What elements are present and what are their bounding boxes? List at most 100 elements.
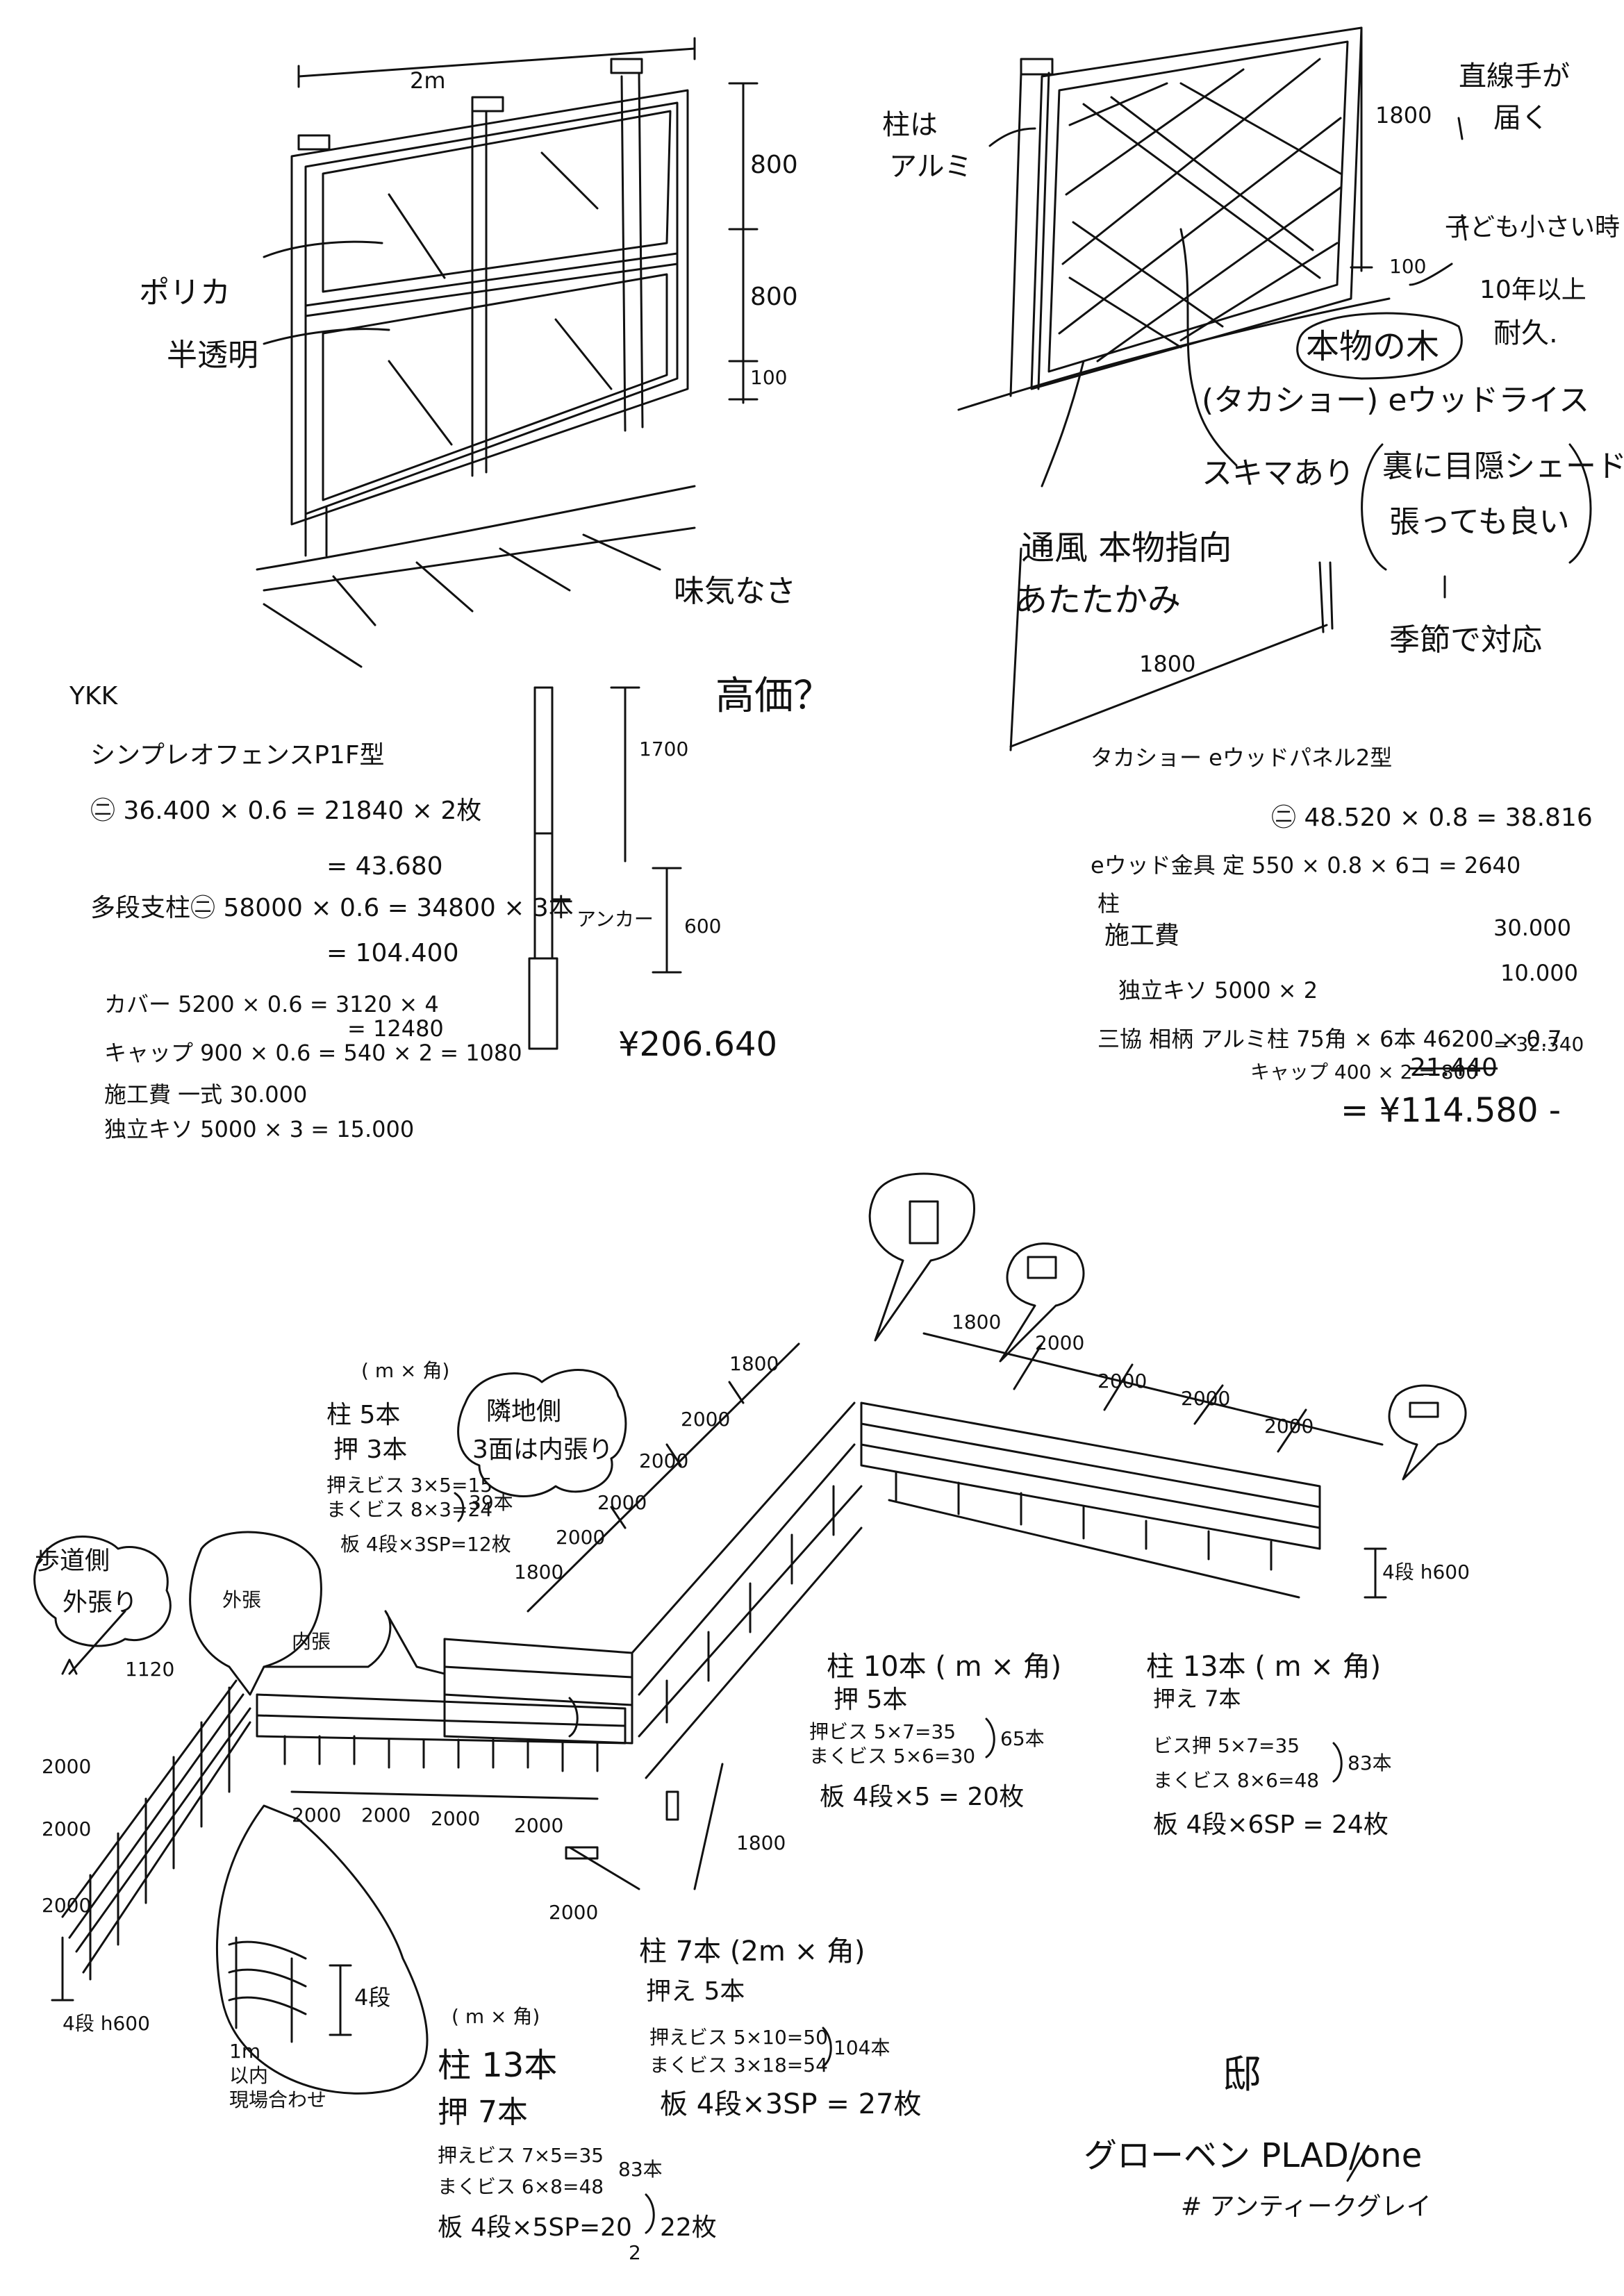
g4-board: 板 4段×3SP = 27枚 xyxy=(660,2088,922,2120)
tk-line5-val: 30.000 xyxy=(1493,915,1571,941)
plan-dim-4dan: 4段 xyxy=(354,1984,391,2011)
tr-note-3: 子ども小さい時 xyxy=(1445,213,1621,242)
tr-dim-w: 1800 xyxy=(1139,651,1196,677)
g3-screw2: まくビス 8×6=48 xyxy=(1153,1769,1320,1792)
plan-neighbor-2: 3面は内張り xyxy=(472,1436,613,1464)
g2-pillar: 柱 10本 ( m × 角) xyxy=(827,1651,1062,1683)
tr-vent-1: 通風 本物指向 xyxy=(1021,529,1232,567)
g3-press: 押え 7本 xyxy=(1153,1686,1241,1712)
tk-line4: 柱 xyxy=(1097,890,1120,917)
tr-note-5: 耐久. xyxy=(1493,317,1558,349)
plan-dim-h600: 4段 h600 xyxy=(63,2012,150,2035)
g1-pillar: 柱 5本 xyxy=(326,1401,401,1429)
plan-dim-2000-l: 2000 xyxy=(514,1814,564,1837)
ykk-line3: = 43.680 xyxy=(326,852,443,881)
ykk-total: ¥206.640 xyxy=(618,1025,778,1064)
g4-screw2: まくビス 3×18=54 xyxy=(649,2054,828,2077)
plan-dim-1800-d: 1800 xyxy=(736,1831,786,1854)
ykk-line10: 独立キソ 5000 × 3 = 15.000 xyxy=(104,1116,415,1142)
g5-head: ( m × 角) xyxy=(451,2005,540,2028)
tr-pillar-1: 柱は xyxy=(882,109,938,141)
ykk-header: YKK xyxy=(69,682,118,710)
g4-screw-total: 104本 xyxy=(834,2036,890,2059)
plan-dim-2000-j: 2000 xyxy=(361,1804,411,1827)
g5-pillar: 柱 13本 xyxy=(438,2046,558,2085)
plan-dim-2000-d: 2000 xyxy=(1264,1415,1314,1438)
tr-gap-note: スキマあり xyxy=(1202,456,1354,491)
plan-dim-2000-h: 2000 xyxy=(556,1526,606,1549)
plan-dim-1800-c: 1800 xyxy=(514,1561,564,1583)
g2-screw-total: 65本 xyxy=(1000,1727,1045,1750)
plan-site-note-2: 以内 xyxy=(229,2064,269,2087)
tk-line7-val: = 32.340 xyxy=(1493,1033,1584,1056)
plan-dim-2000-g: 2000 xyxy=(597,1491,647,1514)
ykk-elevation-sketch xyxy=(528,686,682,1050)
g5-board-sub: 2 xyxy=(629,2241,641,2264)
fence-layout-plan xyxy=(33,1172,1467,2234)
plan-outer-label: 外張 xyxy=(222,1588,262,1611)
g3-pillar: 柱 13本 ( m × 角) xyxy=(1146,1651,1382,1683)
tk-line3: eウッド金具 定 550 × 0.8 × 6コ = 2640 xyxy=(1091,852,1521,879)
polycarbonate-fence-sketch xyxy=(256,37,759,668)
plan-brand: グローベン PLAD/one xyxy=(1084,2136,1423,2175)
plan-dim-1120: 1120 xyxy=(125,1658,175,1681)
plan-neighbor-1: 隣地側 xyxy=(486,1397,562,1426)
g4-pillar: 柱 7本 (2m × 角) xyxy=(639,1936,865,1968)
g1-screw2: まくビス 8×3=24 xyxy=(326,1498,493,1521)
tk-total: = ¥114.580 - xyxy=(1341,1091,1561,1130)
plan-right-h600: 4段 h600 xyxy=(1382,1561,1470,1583)
tk-line6: 独立キソ 5000 × 2 xyxy=(1118,977,1318,1004)
ykk-dim1: 1700 xyxy=(639,738,689,760)
g2-screw1: 押ビス 5×7=35 xyxy=(809,1720,956,1743)
tk-line1: タカショー eウッドパネル2型 xyxy=(1091,744,1393,771)
tr-dim-gap: 100 xyxy=(1389,255,1427,278)
plan-site-note-3: 現場合わせ xyxy=(229,2088,327,2111)
tk-line6-val: 10.000 xyxy=(1500,960,1578,986)
g1-screw-total: 39本 xyxy=(469,1491,513,1514)
g5-screw2: まくビス 6×8=48 xyxy=(438,2175,604,2198)
ykk-question: 高価？ xyxy=(715,674,832,719)
tl-dim-width: 2m xyxy=(410,67,446,94)
g4-screw1: 押えビス 5×10=50 xyxy=(649,2026,828,2049)
tr-vent-2: あたたかみ xyxy=(1014,581,1182,619)
plan-dim-2000-b: 2000 xyxy=(1097,1370,1147,1392)
tr-season: 季節で対応 xyxy=(1389,622,1542,658)
g1-screw1: 押えビス 3×5=15 xyxy=(326,1474,493,1497)
plan-site-note-1: 1m xyxy=(229,2040,261,2063)
tk-line5: 施工費 xyxy=(1104,922,1180,950)
tr-pillar-2: アルミ xyxy=(889,151,972,183)
tr-note-4: 10年以上 xyxy=(1480,276,1586,304)
plan-left-tag-1: 歩道側 xyxy=(35,1547,110,1575)
tl-material-1: ポリカ xyxy=(139,275,231,310)
plan-dim-2000-i: 2000 xyxy=(292,1804,342,1827)
g5-board: 板 4段×5SP=20 xyxy=(438,2213,632,2242)
g2-board: 板 4段×5 = 20枚 xyxy=(820,1783,1025,1811)
tr-real-wood: 本物の木 xyxy=(1306,327,1440,366)
g1-head: ( m × 角) xyxy=(361,1359,450,1382)
plan-dim-2000-m: 2000 xyxy=(549,1901,599,1924)
ykk-line7: = 12480 xyxy=(347,1015,444,1042)
plan-dim-2000-o: 2000 xyxy=(42,1817,92,1840)
wood-lattice-fence-sketch xyxy=(957,26,1592,751)
ykk-line2: ㊁ 36.400 × 0.6 = 21840 × 2枚 xyxy=(90,797,482,825)
tk-line8: キャップ 400 × 2 = 800 xyxy=(1250,1060,1479,1083)
tl-dim-h2: 800 xyxy=(750,283,798,311)
g2-press: 押 5本 xyxy=(834,1686,908,1714)
plan-dim-2000-c: 2000 xyxy=(1181,1387,1231,1410)
tr-product: (タカショー) eウッドライス xyxy=(1202,383,1590,418)
plan-inner-label: 内張 xyxy=(292,1630,331,1653)
plan-color-name: # アンティークグレイ xyxy=(1181,2193,1432,2221)
tr-dim-h: 1800 xyxy=(1375,102,1432,128)
plan-dim-2000-p: 2000 xyxy=(42,1894,92,1917)
g5-screw-total: 83本 xyxy=(618,2158,663,2181)
g1-press: 押 3本 xyxy=(333,1436,408,1464)
tr-note-1: 直線手が xyxy=(1459,60,1570,92)
tr-shade-1: 裏に目隠シェード xyxy=(1382,449,1624,484)
ykk-line6: カバー 5200 × 0.6 = 3120 × 4 xyxy=(104,991,439,1017)
plan-dim-2000-e: 2000 xyxy=(681,1408,731,1431)
g1-board: 板 4段×3SP=12枚 xyxy=(340,1533,511,1556)
plan-left-tag-2: 外張り xyxy=(63,1588,138,1617)
tr-note-2: 届く xyxy=(1493,102,1549,134)
plan-dim-1800-b: 1800 xyxy=(952,1311,1002,1333)
